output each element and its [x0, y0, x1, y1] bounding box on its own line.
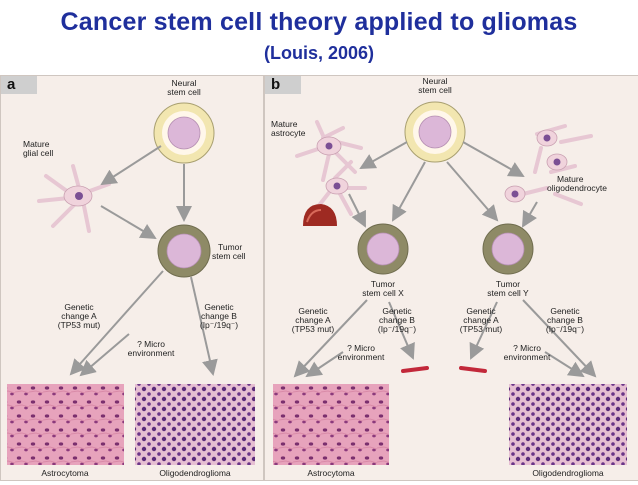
oligodendroglioma-label-b: Oligodendroglioma: [532, 468, 604, 478]
inhibition-bar-x: [401, 366, 429, 373]
y-genetic-change-b-label-1: Genetic: [550, 306, 580, 316]
tumor-stem-cell-label-1: Tumor: [218, 242, 242, 252]
mature-glial-cell: Mature glial cell: [23, 139, 111, 233]
mature-glial-cell-label-1: Mature: [23, 139, 50, 149]
x-genetic-change-a-label-2: change A: [295, 315, 331, 325]
neural-stem-cell-b-label-1: Neural: [422, 76, 447, 86]
y-genetic-change-a-label-1: Genetic: [466, 306, 496, 316]
tumor-stem-cell-x-label-1: Tumor: [371, 279, 395, 289]
panel-b-arrows: [293, 141, 597, 378]
astrocytoma-label: Astrocytoma: [41, 468, 89, 478]
y-micro-environment-label-1: ? Micro: [513, 343, 541, 353]
mature-oligodendrocyte-label-2: oligodendrocyte: [547, 183, 607, 193]
y-genetic-change-b-label-3: (Ip⁻/19q⁻): [546, 324, 584, 334]
genetic-change-a-label-3: (TP53 mut): [58, 320, 101, 330]
oligodendroglioma-label: Oligodendroglioma: [159, 468, 231, 478]
x-genetic-change-a: Genetic change A (TP53 mut): [292, 306, 335, 334]
x-genetic-change-b-label-3: (Ip⁻/19q⁻): [378, 324, 416, 334]
tumor-stem-cell-y-label-1: Tumor: [496, 279, 520, 289]
astrocytoma-label-b: Astrocytoma: [307, 468, 355, 478]
x-genetic-change-b-label-2: change B: [379, 315, 415, 325]
panel-b-letter: b: [265, 76, 301, 94]
tumor-stem-cell-y-label-2: stem cell Y: [487, 288, 529, 298]
genetic-change-b: Genetic change B (Ip⁻/19q⁻): [200, 302, 238, 330]
genetic-change-a-label-2: change A: [61, 311, 97, 321]
oligodendroglioma-histology-image: [135, 384, 255, 465]
neural-stem-cell-b-label-2: stem cell: [418, 85, 452, 95]
y-genetic-change-b: Genetic change B (Ip⁻/19q⁻): [546, 306, 584, 334]
tumor-growth-blob: [303, 204, 337, 226]
x-genetic-change-b-label-1: Genetic: [382, 306, 412, 316]
slide-title: Cancer stem cell theory applied to gliom…: [60, 8, 578, 36]
neural-stem-cell-b: Neural stem cell: [404, 76, 466, 163]
neural-stem-cell-label-1: Neural: [171, 78, 196, 88]
y-micro-environment: ? Micro environment: [504, 343, 551, 362]
panel-b-diagram: Neural stem cell Mature astrocyte: [271, 76, 627, 478]
panel-a-letter: a: [1, 76, 37, 94]
micro-environment-label-1: ? Micro: [137, 339, 165, 349]
oligodendroglioma-histology-image-b: [509, 384, 627, 465]
mature-oligodendrocyte-label-1: Mature: [557, 174, 584, 184]
slide-subtitle: (Louis, 2006): [263, 43, 375, 63]
x-genetic-change-a-label-3: (TP53 mut): [292, 324, 335, 334]
neural-stem-cell-label-2: stem cell: [167, 87, 201, 97]
genetic-change-b-label-2: change B: [201, 311, 237, 321]
x-micro-environment: ? Micro environment: [338, 343, 385, 362]
neural-stem-cell: Neural stem cell: [153, 78, 215, 164]
astrocytoma-histology-image: [7, 384, 124, 465]
panel-a-diagram: Neural stem cell Mature glial cell Tumor…: [7, 78, 255, 478]
micro-environment-label-2: environment: [128, 348, 175, 358]
y-genetic-change-a: Genetic change A (TP53 mut): [460, 306, 503, 334]
x-micro-environment-label-2: environment: [338, 352, 385, 362]
genetic-change-a-label-1: Genetic: [64, 302, 94, 312]
y-genetic-change-b-label-2: change B: [547, 315, 583, 325]
astrocytoma-histology-image-b: [273, 384, 389, 465]
y-genetic-change-a-label-3: (TP53 mut): [460, 324, 503, 334]
x-genetic-change-b: Genetic change B (Ip⁻/19q⁻): [378, 306, 416, 334]
mature-oligodendrocyte: Mature oligodendrocyte: [504, 124, 607, 206]
tumor-stem-cell-label-2: stem cell: [212, 251, 246, 261]
mature-astrocyte-label-2: astrocyte: [271, 128, 306, 138]
genetic-change-b-label-1: Genetic: [204, 302, 234, 312]
tumor-stem-cell: Tumor stem cell: [157, 224, 246, 278]
panel-b: b Neural stem cell: [264, 75, 638, 481]
y-genetic-change-a-label-2: change A: [463, 315, 499, 325]
genetic-change-b-label-3: (Ip⁻/19q⁻): [200, 320, 238, 330]
x-micro-environment-label-1: ? Micro: [347, 343, 375, 353]
tumor-stem-cell-x-label-2: stem cell X: [362, 288, 404, 298]
panel-a-arrows: [69, 145, 218, 377]
mature-astrocyte-label-1: Mature: [271, 119, 298, 129]
genetic-change-a: Genetic change A (TP53 mut): [58, 302, 101, 330]
inhibition-bar-y: [459, 366, 487, 373]
micro-environment: ? Micro environment: [128, 339, 175, 358]
panel-a: a Neural stem cell: [0, 75, 264, 481]
x-genetic-change-a-label-1: Genetic: [298, 306, 328, 316]
tumor-stem-cell-x: Tumor stem cell X: [357, 223, 409, 298]
tumor-stem-cell-y: Tumor stem cell Y: [482, 223, 534, 298]
mature-astrocyte: Mature astrocyte: [271, 119, 367, 226]
mature-glial-cell-label-2: glial cell: [23, 148, 53, 158]
y-micro-environment-label-2: environment: [504, 352, 551, 362]
